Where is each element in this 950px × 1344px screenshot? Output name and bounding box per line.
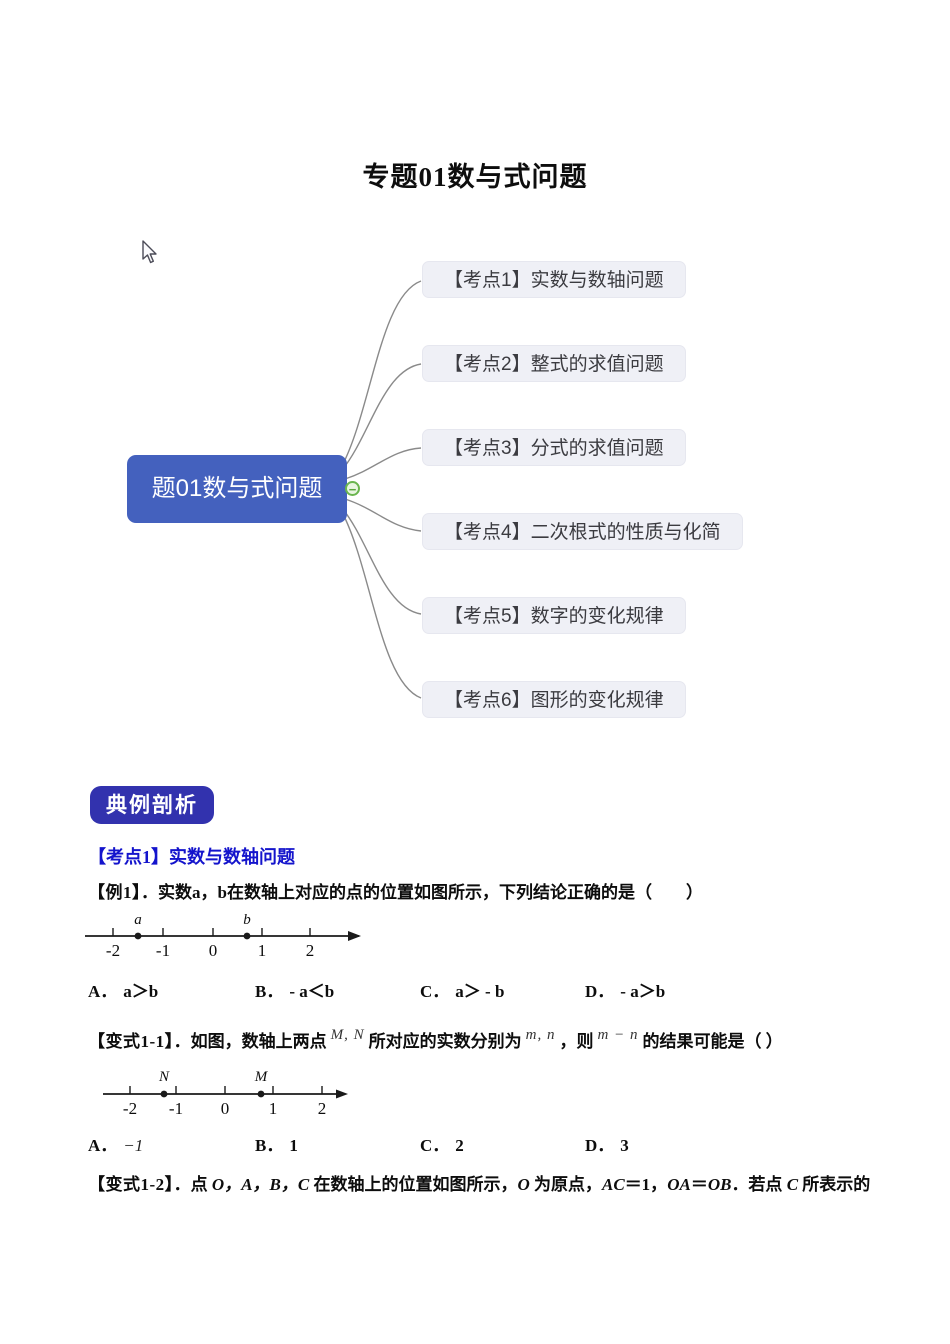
option-key: B． [255, 982, 284, 1001]
option-value: −1 [123, 1136, 144, 1155]
collapse-minus-icon[interactable]: − [345, 481, 360, 496]
point-b-label: b [243, 912, 251, 928]
math-C: C [786, 1175, 799, 1194]
variant12-text: 所表示的 [798, 1175, 871, 1194]
option-value: 1 [289, 1136, 298, 1155]
numberline-1-tick: 0 [209, 941, 218, 960]
math-m-minus-n: m − n [597, 1027, 639, 1043]
option-key: D． [585, 982, 615, 1001]
numberline-1: -2 -1 0 1 2 a b [85, 912, 361, 960]
variant11-label: 【变式1-1】 [88, 1032, 174, 1051]
numberline-2-arrowhead [336, 1089, 348, 1099]
variant11-text: 的结果可能是（ ） [642, 1032, 783, 1051]
mindmap-root-node: 题01数与式问题 [127, 455, 347, 523]
option-c: C． a＞ - b [420, 977, 504, 1002]
point-b-dot [243, 932, 251, 940]
option-value: a＞b [123, 982, 159, 1001]
variant12-statement: 【变式1-2】．点 O，A，B，C 在数轴上的位置如图所示，O 为原点，AC＝1… [88, 1170, 870, 1195]
option-key: C． [420, 982, 450, 1001]
mindmap-node-kaodian6: 【考点6】图形的变化规律 [422, 681, 686, 718]
mindmap-node-kaodian3: 【考点3】分式的求值问题 [422, 429, 686, 466]
variant11-options: A． −1 B． 1 C． 2 D． 3 [0, 1131, 950, 1155]
option-d: D． - a＞b [585, 977, 665, 1002]
example1-options: A． a＞b B． - a＜b C． a＞ - b D． - a＞b [0, 977, 950, 1001]
variant11-text: ，则 [559, 1032, 594, 1051]
numberline-2-tick: -2 [123, 1099, 137, 1118]
numberline-1-arrowhead [348, 931, 361, 941]
option-a: A． −1 [88, 1131, 143, 1156]
numberline-1-tick: 2 [306, 941, 315, 960]
option-value: a＞ - b [455, 982, 505, 1001]
section-badge: 典例剖析 [90, 786, 214, 824]
numberline-2-tick: 0 [221, 1099, 230, 1118]
math-MN: M, N [330, 1027, 365, 1043]
option-d: D． 3 [585, 1131, 629, 1156]
mindmap-node-kaodian4: 【考点4】二次根式的性质与化简 [422, 513, 743, 550]
variant12-text: ．点 [173, 1175, 212, 1194]
example1-statement: 【例1】．实数a，b在数轴上对应的点的位置如图所示，下列结论正确的是（ ） [88, 878, 703, 903]
option-value: - a＜b [289, 982, 335, 1001]
option-a: A． a＞b [88, 977, 158, 1002]
option-b: B． - a＜b [255, 977, 334, 1002]
math-AC: AC [602, 1175, 625, 1194]
numberline-2-tick: 2 [318, 1099, 327, 1118]
variant11-text: 所对应的实数分别为 [368, 1032, 522, 1051]
numberline-2-tick: 1 [269, 1099, 278, 1118]
math-OB: OB [707, 1175, 732, 1194]
numberline-1-tick: -2 [106, 941, 120, 960]
variant12-text: 为原点， [529, 1175, 602, 1194]
point-a-dot [134, 932, 142, 940]
option-value: 3 [620, 1136, 629, 1155]
point-n-dot [160, 1090, 168, 1098]
option-key: B． [255, 1136, 284, 1155]
example1-label: 【例1】 [88, 883, 141, 902]
math-OA: OA [667, 1175, 691, 1194]
math-OABC: O，A，B，C [211, 1175, 310, 1194]
page-title: 专题01数与式问题 [362, 162, 588, 192]
variant12-text: 在数轴上的位置如图所示， [309, 1175, 518, 1194]
example1-text: ．实数a，b在数轴上对应的点的位置如图所示，下列结论正确的是（ ） [141, 883, 703, 902]
kaodian1-heading: 【考点1】实数与数轴问题 [88, 847, 295, 867]
option-key: A． [88, 1136, 118, 1155]
variant11-text: ．如图，数轴上两点 [173, 1032, 327, 1051]
variant12-text: ＝1， [624, 1175, 668, 1194]
mindmap-node-kaodian2: 【考点2】整式的求值问题 [422, 345, 686, 382]
option-value: 2 [455, 1136, 464, 1155]
numberline-1-tick: 1 [258, 941, 267, 960]
math-mn: m, n [525, 1027, 556, 1043]
option-key: D． [585, 1136, 615, 1155]
option-b: B． 1 [255, 1131, 298, 1156]
variant12-label: 【变式1-2】 [88, 1175, 174, 1194]
option-value: - a＞b [620, 982, 666, 1001]
option-key: C． [420, 1136, 450, 1155]
numberline-2-tick: -1 [169, 1099, 183, 1118]
option-key: A． [88, 982, 118, 1001]
point-n-label: N [158, 1069, 170, 1085]
mindmap-node-kaodian5: 【考点5】数字的变化规律 [422, 597, 686, 634]
point-m-dot [257, 1090, 265, 1098]
variant12-text: ＝ [690, 1175, 708, 1194]
variant12-text: ．若点 [731, 1175, 787, 1194]
point-m-label: M [254, 1069, 269, 1085]
math-O: O [517, 1175, 530, 1194]
numberline-1-tick: -1 [156, 941, 170, 960]
numberline-2: -2 -1 0 1 2 N M [103, 1069, 348, 1118]
mouse-cursor-icon [142, 240, 157, 264]
option-c: C． 2 [420, 1131, 464, 1156]
mindmap-node-kaodian1: 【考点1】实数与数轴问题 [422, 261, 686, 298]
point-a-label: a [134, 912, 142, 928]
